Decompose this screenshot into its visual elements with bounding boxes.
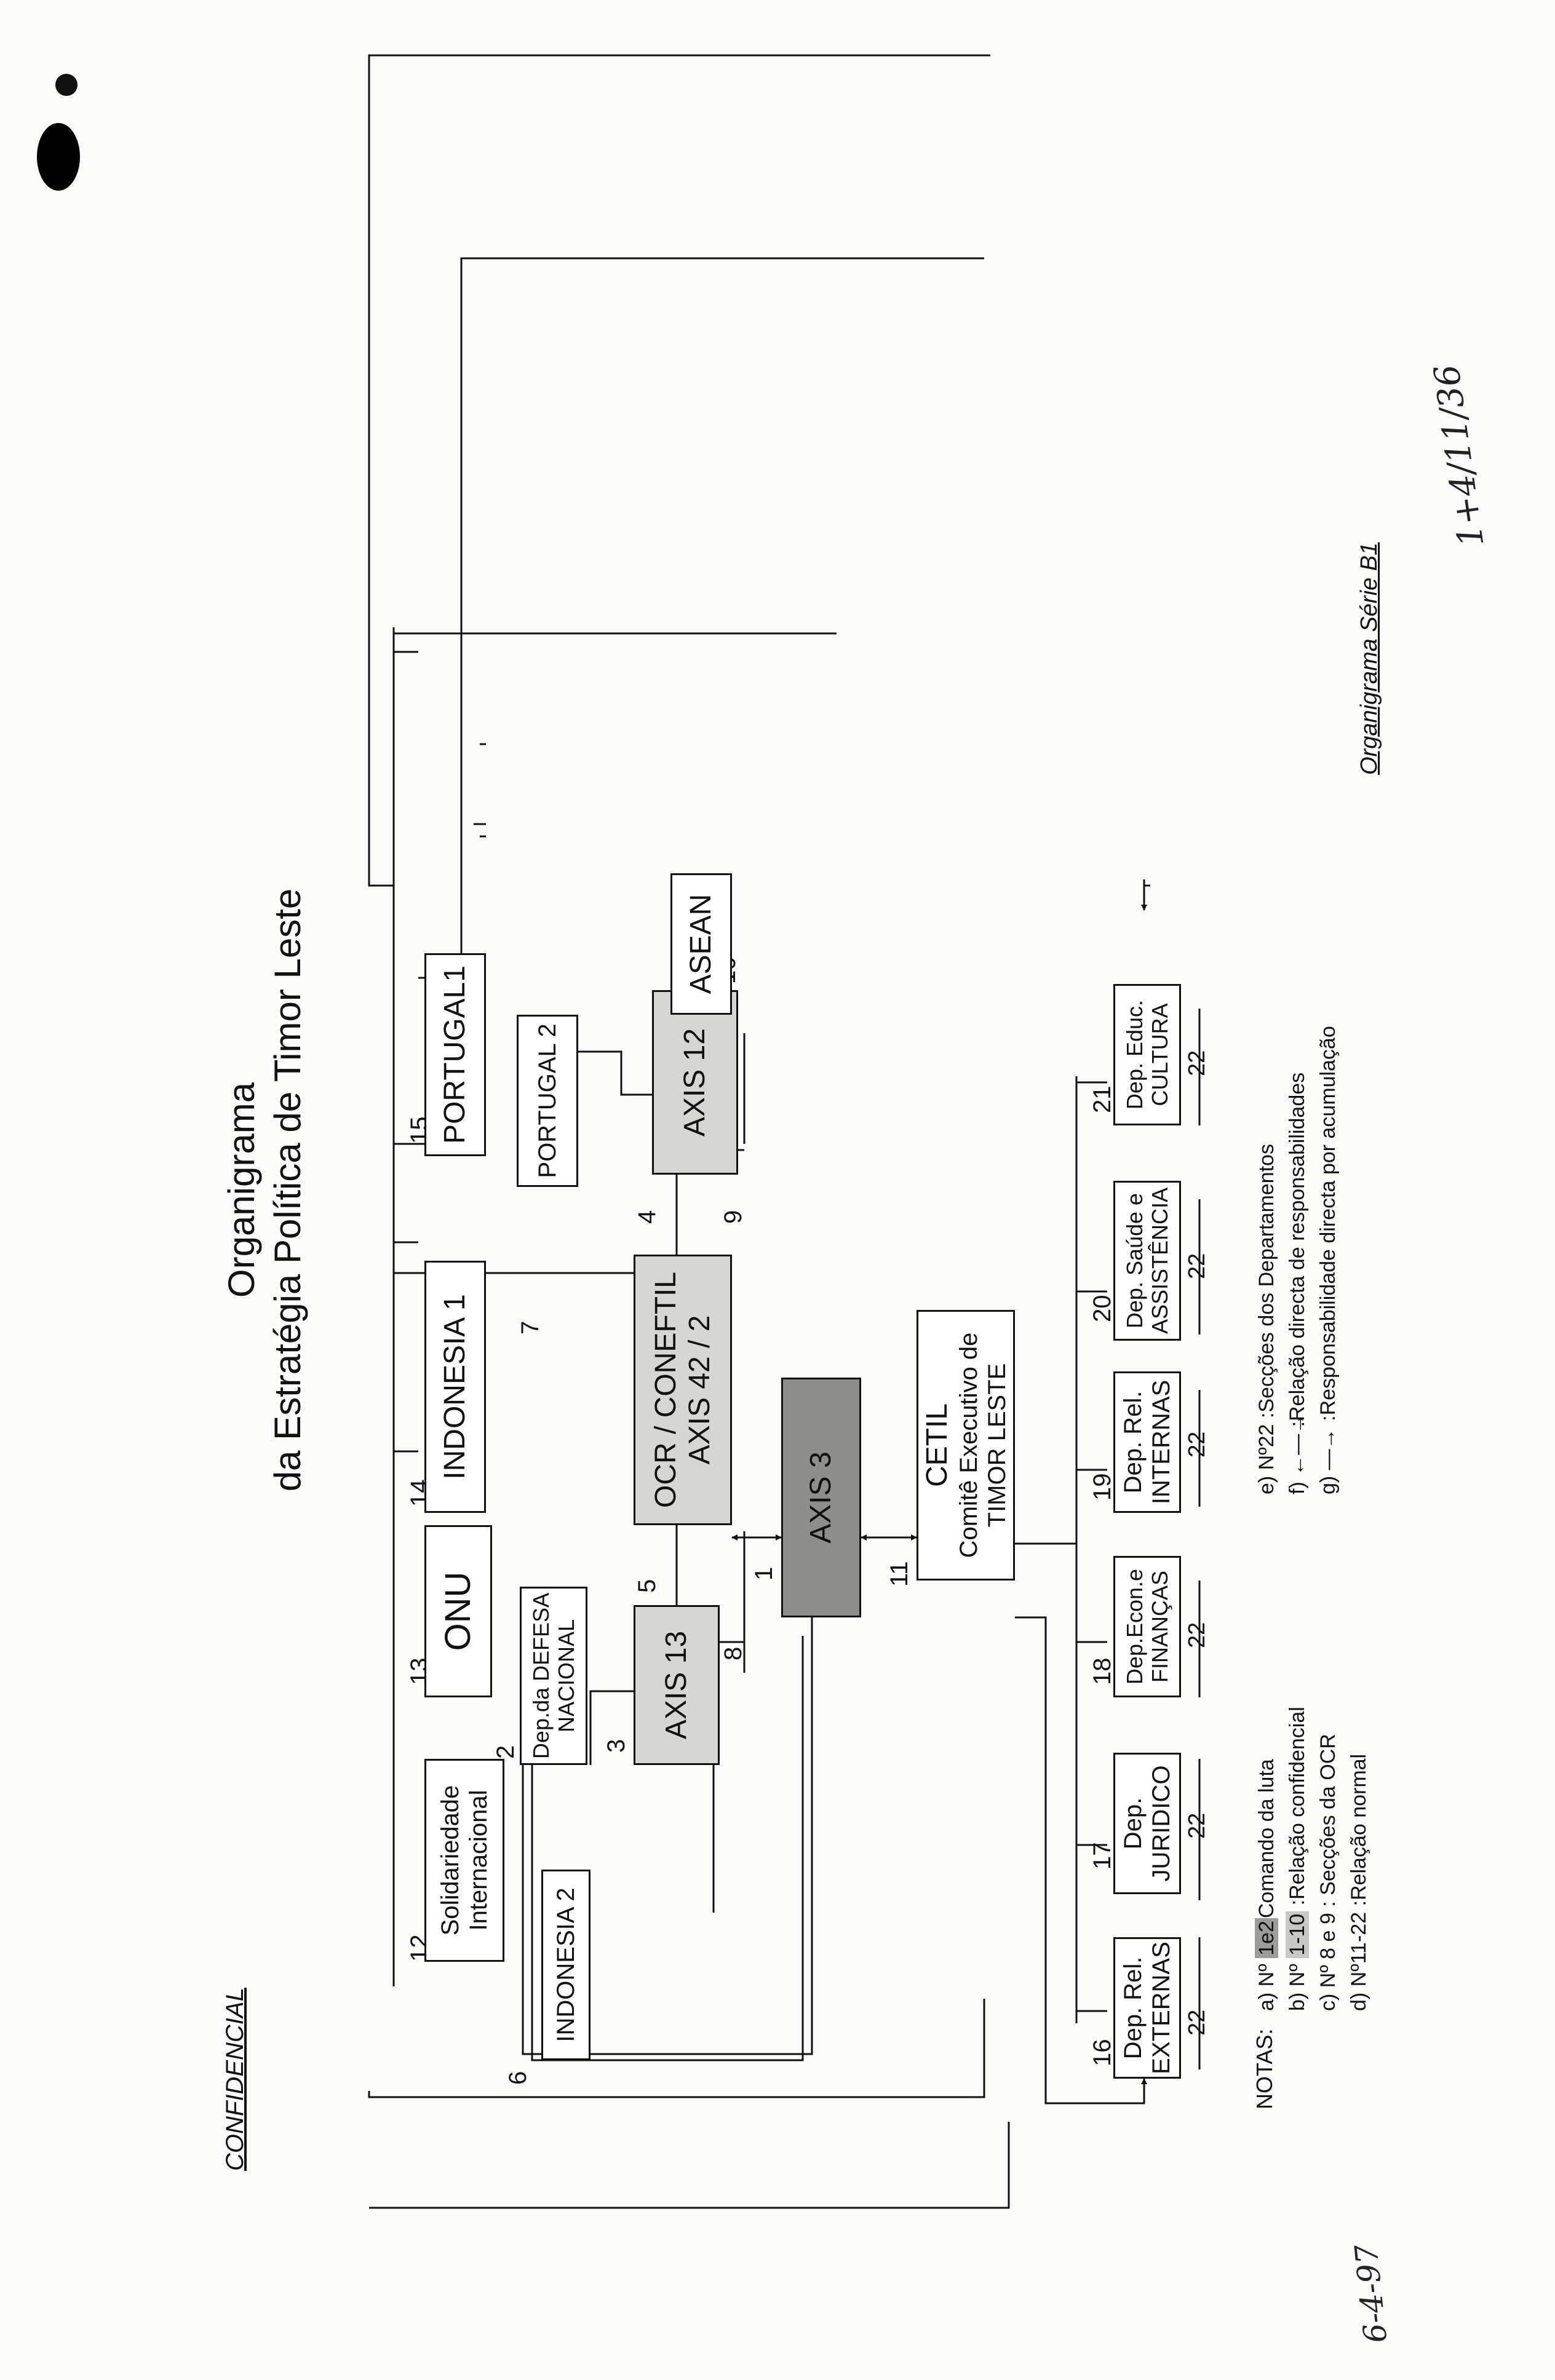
node-21-educ-cultura: Dep. Educ.CULTURA bbox=[1113, 984, 1181, 1125]
ink-blot bbox=[37, 123, 80, 191]
node-17-number: 17 bbox=[1089, 1842, 1116, 1870]
node-6-indonesia2: INDONESIA 2 bbox=[541, 1870, 591, 2060]
note-b: b) Nº 1-10 :Relação confidencial bbox=[1286, 1707, 1309, 2011]
node-5-number: 5 bbox=[634, 1579, 661, 1593]
node-7-number: 7 bbox=[517, 1320, 544, 1335]
node-17-juridico: Dep.JURIDICO bbox=[1113, 1753, 1181, 1894]
title-line-1: Organigrama bbox=[221, 1082, 262, 1298]
node-1-number: 1 bbox=[750, 1566, 778, 1581]
note-d: d) Nº11-22 :Relação normal bbox=[1347, 1753, 1370, 2011]
node-13-onu: ONU bbox=[424, 1525, 492, 1697]
node-6-number: 6 bbox=[504, 2071, 531, 2085]
node-16-number: 16 bbox=[1089, 2039, 1116, 2067]
note-g: g) —→ :Responsabilidade directa por acum… bbox=[1316, 1026, 1340, 1494]
serie-label: Organigrama Série B1 bbox=[1356, 542, 1382, 775]
loop-outer-1 bbox=[368, 54, 990, 887]
outer-left-1 bbox=[368, 1999, 985, 2098]
outer-left-2 bbox=[369, 2122, 1010, 2209]
node-20-number: 20 bbox=[1089, 1295, 1116, 1323]
node-10-asean: ASEAN bbox=[670, 873, 732, 1015]
right-arrow-icon: —→ bbox=[1316, 1428, 1340, 1470]
node-3-number: 3 bbox=[603, 1739, 630, 1753]
ink-dot bbox=[55, 74, 78, 96]
node-9-number: 9 bbox=[720, 1210, 747, 1224]
sub-22-21: 22 bbox=[1184, 1050, 1210, 1076]
node-7-portugal2: PORTUGAL 2 bbox=[517, 1015, 578, 1187]
node-14-indonesia1: INDONESIA 1 bbox=[424, 1261, 486, 1513]
node-3-axis13: AXIS 13 bbox=[634, 1605, 720, 1765]
note-a: a) Nº 1e2Comando da luta bbox=[1255, 1759, 1278, 2011]
sub-22-18: 22 bbox=[1184, 1622, 1210, 1648]
loop-outer-2 bbox=[418, 257, 984, 979]
note-c: c) Nº 8 e 9 : Secções da OCR bbox=[1316, 1734, 1340, 2011]
node-11-number: 11 bbox=[886, 1561, 913, 1587]
node-21-number: 21 bbox=[1089, 1085, 1116, 1114]
node-2-number: 2 bbox=[492, 1745, 519, 1759]
notes-header: NOTAS: bbox=[1252, 2028, 1277, 2109]
arrow-to-16 bbox=[1015, 1616, 1147, 2104]
sub-22-20: 22 bbox=[1184, 1253, 1210, 1279]
line-4-to-7 bbox=[578, 1050, 652, 1096]
node-4-number: 4 bbox=[634, 1210, 661, 1224]
node-4-axis12: AXIS 12 bbox=[652, 990, 738, 1175]
node-18-number: 18 bbox=[1089, 1657, 1116, 1686]
double-arrow-icon: ←—→ bbox=[1286, 1413, 1309, 1476]
loop-left-b bbox=[531, 1636, 804, 2061]
line-3-2 bbox=[589, 1690, 634, 1765]
sub-22-16: 22 bbox=[1184, 2009, 1210, 2036]
sub-22-17: 22 bbox=[1184, 1812, 1210, 1839]
node-19-number: 19 bbox=[1089, 1473, 1116, 1501]
title-line-2: da Estratégia Política de Timor Leste bbox=[267, 888, 308, 1492]
node-19-rel-internas: Dep. Rel.INTERNAS bbox=[1113, 1371, 1181, 1513]
node-8-number: 8 bbox=[720, 1646, 747, 1660]
sub-22-19: 22 bbox=[1184, 1431, 1210, 1458]
node-15-portugal1: PORTUGAL1 bbox=[424, 953, 486, 1156]
note-f: f) ←—→ :Relação directa de responsabilid… bbox=[1286, 1072, 1309, 1494]
note-e: e) Nº22 :Secções dos Departamentos bbox=[1255, 1144, 1278, 1494]
node-1-axis3: AXIS 3 bbox=[781, 1378, 861, 1617]
node-16-rel-externas: Dep. Rel.EXTERNAS bbox=[1113, 1937, 1181, 2079]
